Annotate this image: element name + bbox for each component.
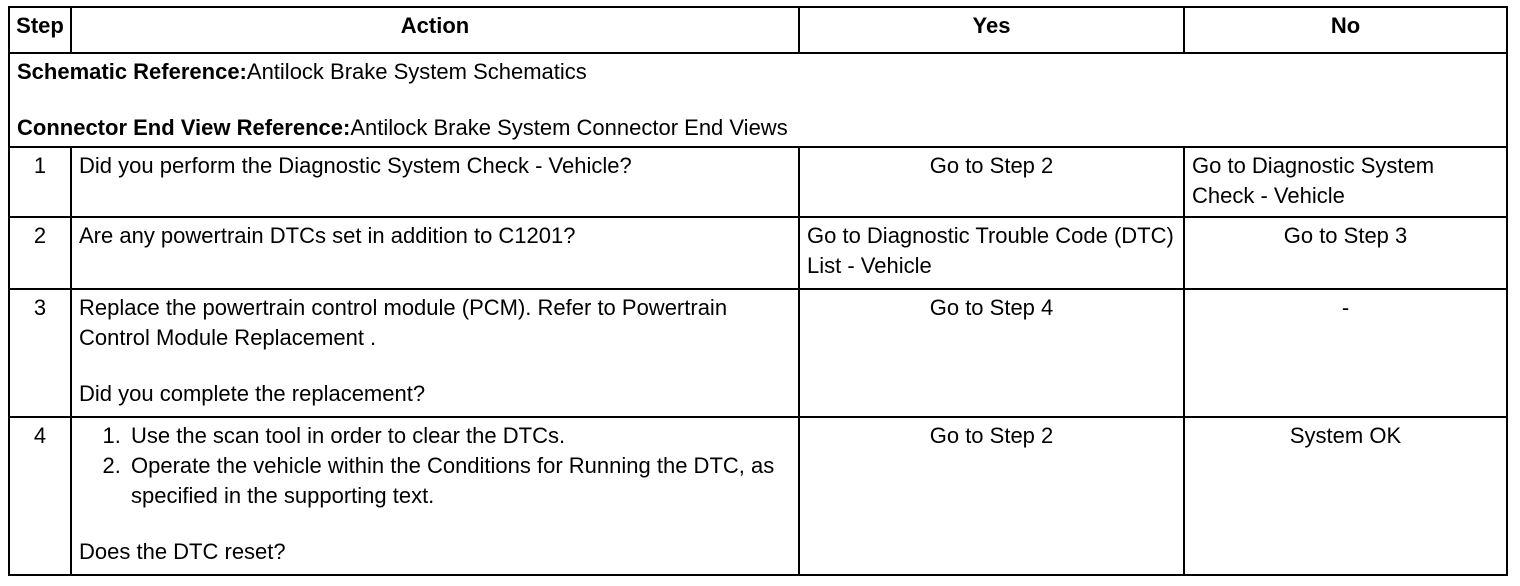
action-text: Did you perform the Diagnostic System Ch… (70, 146, 800, 218)
connector-reference: Connector End View Reference:Antilock Br… (17, 113, 1499, 143)
header-row: Step Action Yes No (8, 6, 1508, 54)
header-action: Action (70, 6, 800, 54)
action-spacer (79, 353, 791, 379)
no-result: System OK (1183, 416, 1508, 576)
reference-cell: Schematic Reference:Antilock Brake Syste… (8, 52, 1508, 148)
yes-result: Go to Diagnostic Trouble Code (DTC) List… (798, 216, 1185, 290)
action-text: Are any powertrain DTCs set in addition … (70, 216, 800, 290)
connector-reference-value: Antilock Brake System Connector End View… (350, 115, 788, 140)
schematic-reference-value: Antilock Brake System Schematics (246, 59, 587, 84)
connector-reference-label: Connector End View Reference: (17, 115, 351, 140)
step-number: 1 (8, 146, 72, 218)
table-row: 3 Replace the powertrain control module … (8, 288, 1508, 418)
yes-result: Go to Step 2 (798, 146, 1185, 218)
action-spacer (79, 511, 791, 537)
diagnostic-table: Step Action Yes No Schematic Reference:A… (8, 6, 1508, 576)
step-number: 4 (8, 416, 72, 576)
action-cell: Replace the powertrain control module (P… (70, 288, 800, 418)
step-number: 2 (8, 216, 72, 290)
header-yes: Yes (798, 6, 1185, 54)
action-question: Does the DTC reset? (79, 539, 286, 564)
step-number: 3 (8, 288, 72, 418)
table-row: 4 Use the scan tool in order to clear th… (8, 416, 1508, 576)
action-instruction: Replace the powertrain control module (P… (79, 295, 728, 350)
reference-spacer (17, 87, 1499, 113)
header-no: No (1183, 6, 1508, 54)
schematic-reference: Schematic Reference:Antilock Brake Syste… (17, 57, 1499, 87)
action-list: Use the scan tool in order to clear the … (79, 421, 791, 511)
no-result: - (1183, 288, 1508, 418)
no-result: Go to Step 3 (1183, 216, 1508, 290)
action-list-item: Use the scan tool in order to clear the … (127, 421, 791, 451)
header-step: Step (8, 6, 72, 54)
schematic-reference-label: Schematic Reference: (17, 59, 247, 84)
yes-result: Go to Step 4 (798, 288, 1185, 418)
no-result: Go to Diagnostic System Check - Vehicle (1183, 146, 1508, 218)
action-question: Did you complete the replacement? (79, 381, 426, 406)
yes-result: Go to Step 2 (798, 416, 1185, 576)
table-row: 1 Did you perform the Diagnostic System … (8, 146, 1508, 218)
table-row: 2 Are any powertrain DTCs set in additio… (8, 216, 1508, 290)
action-list-item: Operate the vehicle within the Condition… (127, 451, 791, 511)
reference-row: Schematic Reference:Antilock Brake Syste… (8, 52, 1508, 148)
action-cell: Use the scan tool in order to clear the … (70, 416, 800, 576)
